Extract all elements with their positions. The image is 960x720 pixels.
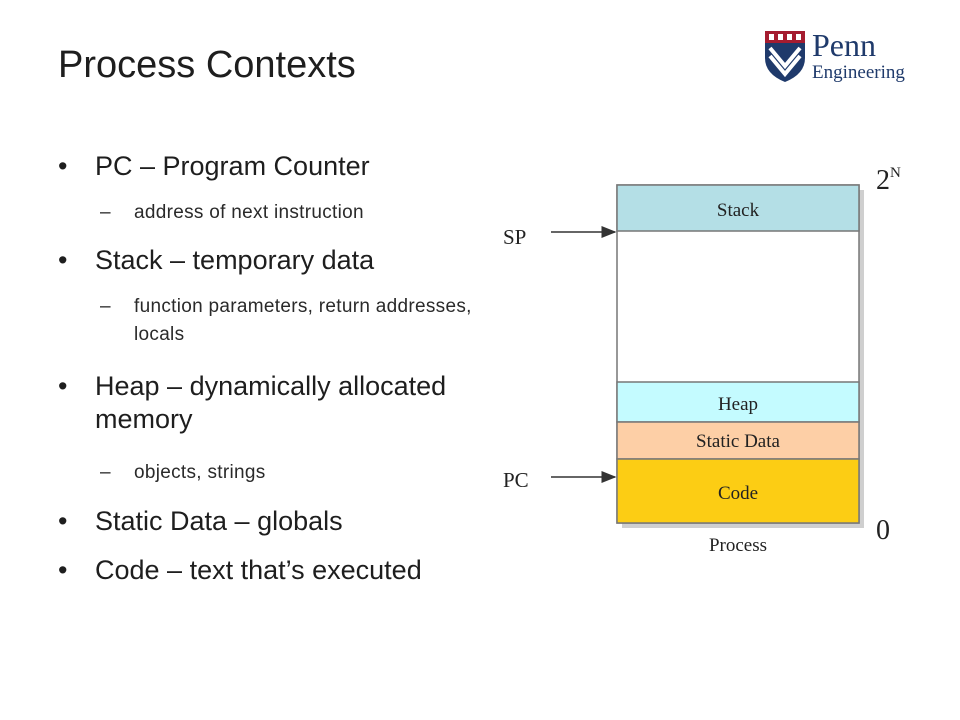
bullet-text: Heap – dynamically allocated memory <box>95 371 447 434</box>
segment-stack <box>616 184 860 232</box>
segment-static-data <box>616 421 860 460</box>
pc-label: PC <box>503 468 529 492</box>
dash-icon: – <box>100 462 111 483</box>
segment-code-label: Code <box>718 483 758 504</box>
sub-bullet-text: function parameters, return addresses, l… <box>134 296 472 345</box>
bullet-text: Stack – temporary data <box>95 245 375 275</box>
bullet-dot-icon: • <box>58 151 68 181</box>
sp-label: SP <box>503 225 526 249</box>
sub-bullet-text: address of next instruction <box>134 202 364 223</box>
slide-title: Process Contexts <box>58 44 356 86</box>
shield-icon <box>765 31 805 82</box>
dash-icon: – <box>100 202 111 223</box>
dash-icon: – <box>100 296 111 317</box>
bullet-dot-icon: • <box>58 371 68 401</box>
penn-engineering-logo: Penn Engineering <box>760 26 920 94</box>
sub-bullet-text: objects, strings <box>134 462 266 483</box>
bullet-dot-icon: • <box>58 555 68 585</box>
segment-code <box>616 458 860 524</box>
segment-heap-label: Heap <box>718 394 758 415</box>
bottom-address-label: 0 <box>876 515 890 546</box>
logo-text-engineering: Engineering <box>812 62 905 83</box>
diagram-caption: Process <box>709 535 767 556</box>
bullet-text: Static Data – globals <box>95 506 343 536</box>
top-address-label: 2N <box>876 165 901 196</box>
bullet-text: Code – text that’s executed <box>95 555 422 585</box>
bullet-text: PC – Program Counter <box>95 151 370 181</box>
bullet-dot-icon: • <box>58 506 68 536</box>
logo-text-penn: Penn <box>812 27 876 63</box>
segment-static-data-label: Static Data <box>696 431 780 452</box>
segment-stack-label: Stack <box>717 200 760 221</box>
bullet-dot-icon: • <box>58 245 68 275</box>
